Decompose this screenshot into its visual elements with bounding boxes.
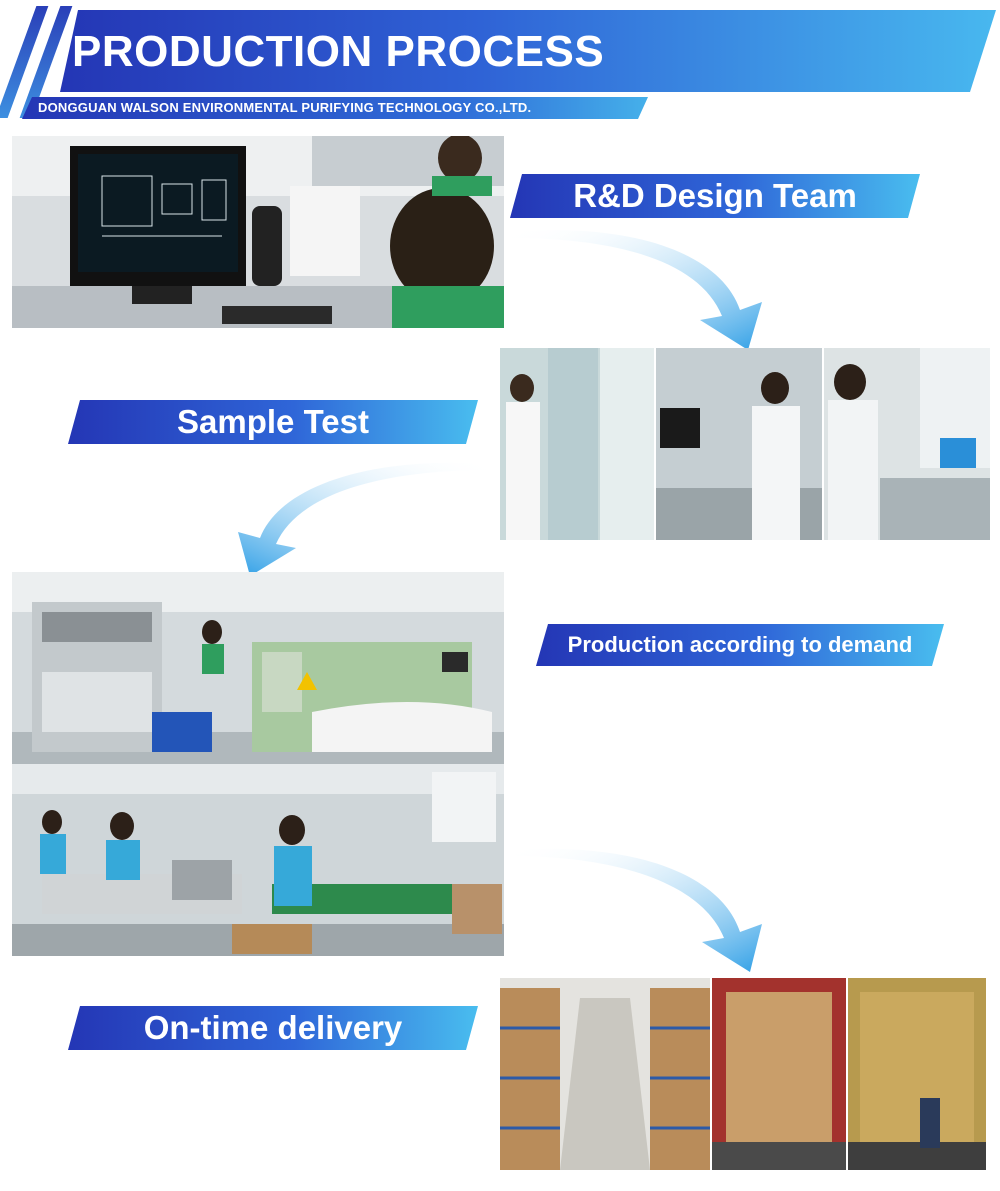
step-label-delivery: On-time delivery xyxy=(143,1009,403,1046)
photo-rd-team xyxy=(12,136,504,328)
step-label-rd: R&D Design Team xyxy=(573,177,857,214)
company-name: DONGGUAN WALSON ENVIRONMENTAL PURIFYING … xyxy=(38,100,532,115)
step-label-sample: Sample Test xyxy=(177,403,369,440)
photo-assembly-line xyxy=(12,764,504,956)
arrow-down-icon xyxy=(510,848,762,972)
header-subtitle-bar xyxy=(22,97,648,119)
arrow-down-icon xyxy=(238,462,490,576)
step-label-production: Production according to demand xyxy=(567,632,913,657)
step-banner-delivery: On-time delivery xyxy=(68,1006,478,1050)
photo-sample-test xyxy=(500,348,990,540)
arrow-down-icon xyxy=(510,230,762,350)
page-title: PRODUCTION PROCESS xyxy=(72,27,605,76)
header-banner xyxy=(60,10,996,92)
step-banner-rd: R&D Design Team xyxy=(510,174,920,218)
step-banner-sample: Sample Test xyxy=(68,400,478,444)
photo-production-machines xyxy=(12,572,504,764)
photo-warehouse-shipping xyxy=(500,978,986,1170)
step-banner-production: Production according to demand xyxy=(536,624,944,666)
